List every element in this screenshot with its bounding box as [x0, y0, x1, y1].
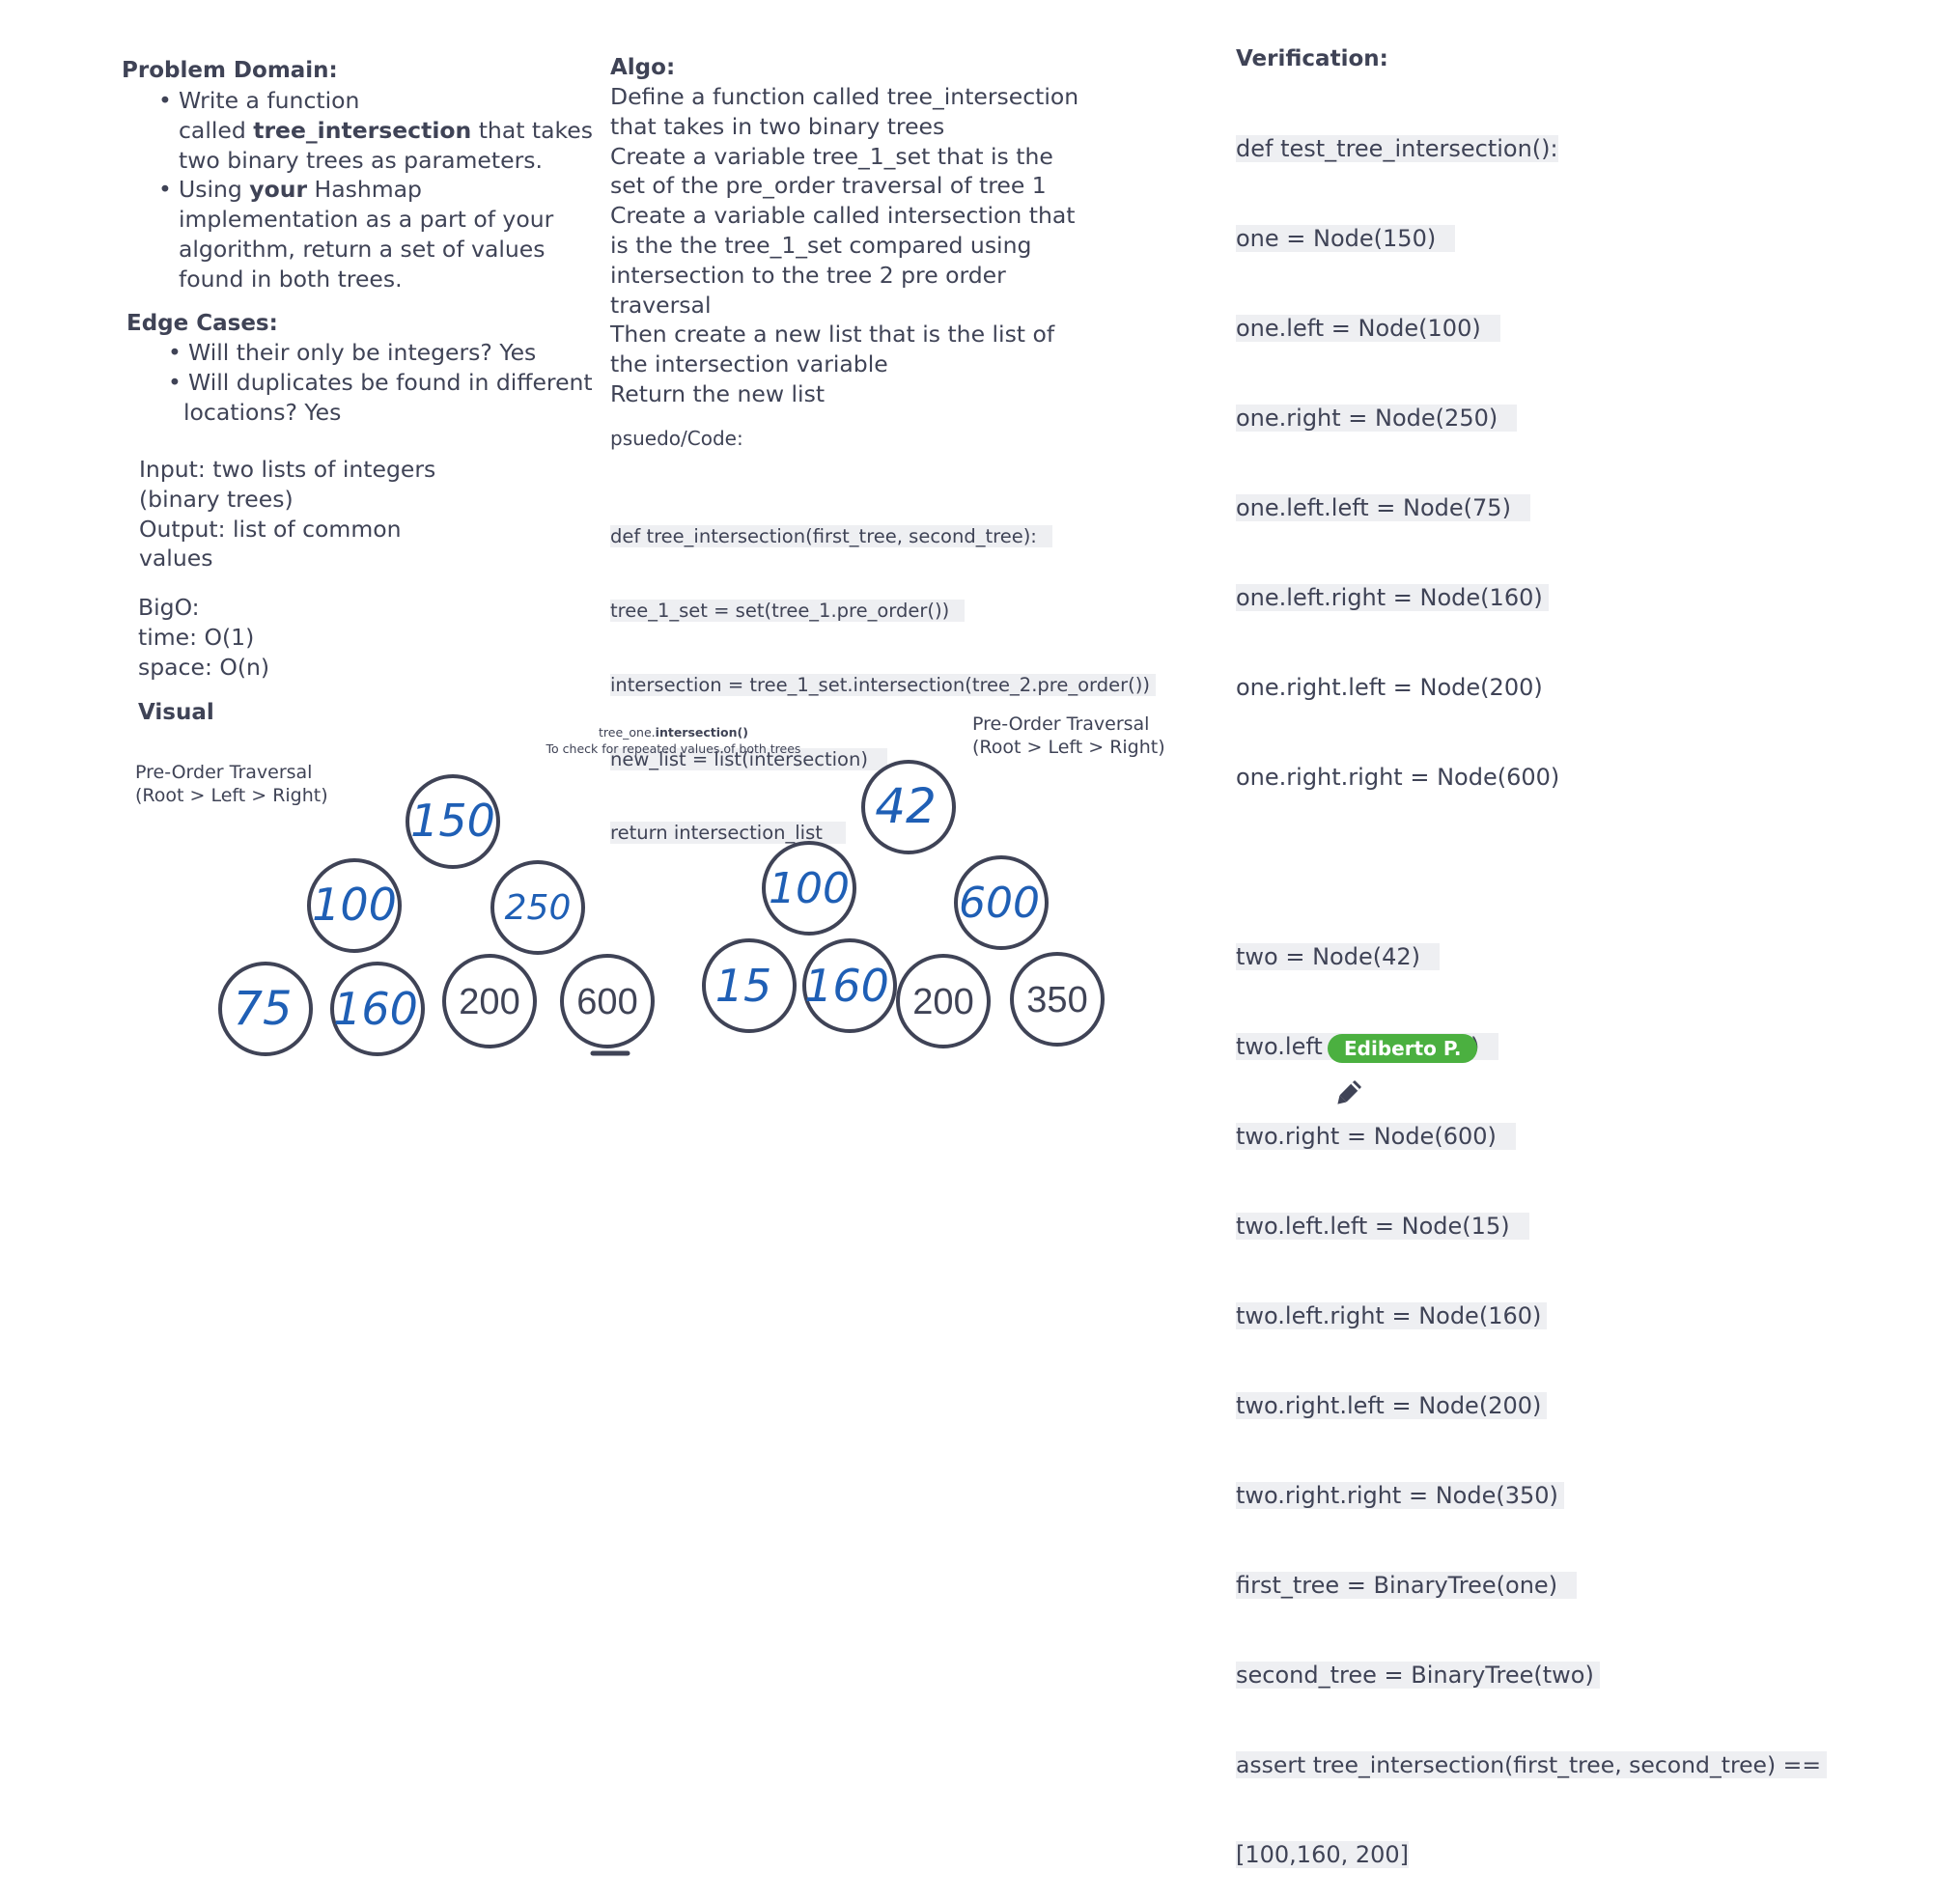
tree2-traversal-label: Pre-Order Traversal (Root > Left > Right…	[972, 713, 1165, 758]
tree1-node: 250	[490, 860, 585, 955]
svg-text:100: 100	[312, 879, 397, 931]
tree2: 42 100 600 15 160 200 350	[702, 760, 1105, 1048]
tree2-node: 42	[861, 760, 956, 854]
svg-text:200: 200	[912, 982, 973, 1022]
problem-domain-list: Write a function called tree_intersectio…	[158, 86, 593, 294]
tree1-node: 200	[442, 954, 537, 1048]
tree2-node: 350	[1010, 952, 1105, 1047]
tree1-traversal-label: Pre-Order Traversal (Root > Left > Right…	[135, 762, 328, 806]
algo-steps: Define a function called tree_intersecti…	[610, 83, 1079, 407]
tree2-node: 600	[954, 855, 1049, 950]
edge-cases-list: Will their only be integers? Yes Will du…	[168, 338, 593, 428]
svg-text:250: 250	[505, 888, 572, 928]
verification-heading: Verification:	[1236, 46, 1388, 71]
svg-text:600: 600	[576, 982, 637, 1022]
svg-text:600: 600	[959, 879, 1040, 928]
tree2-node: 200	[896, 954, 991, 1048]
edge-cases-heading: Edge Cases:	[126, 311, 278, 336]
tree1-node: 150	[406, 774, 500, 869]
svg-text:100: 100	[769, 864, 850, 913]
tree1-node: 600	[560, 954, 655, 1048]
visual-heading: Visual	[138, 700, 214, 725]
svg-text:200: 200	[459, 982, 519, 1022]
tree1-node: 75	[218, 962, 313, 1056]
algo-heading: Algo:	[610, 55, 676, 80]
binary-trees-diagram: 150 100 250 75 160 200 600 42 100 600 15…	[218, 760, 1105, 1056]
pseudo-code-heading: psuedo/Code:	[610, 427, 743, 450]
svg-text:160: 160	[333, 983, 418, 1035]
list-item: Using your Hashmap implementation as a p…	[158, 175, 593, 293]
intersection-note: tree_one.intersection() To check for rep…	[546, 725, 801, 756]
list-item: Write a function called tree_intersectio…	[158, 86, 593, 175]
tree1-node: 160	[330, 962, 425, 1056]
svg-text:15: 15	[715, 960, 772, 1012]
user-badge: Ediberto P.	[1328, 1034, 1478, 1063]
input-output: Input: two lists of integers (binary tre…	[139, 456, 436, 573]
tree1-node: 100	[307, 858, 402, 953]
list-item: Will duplicates be found in different lo…	[168, 368, 593, 428]
svg-text:75: 75	[233, 982, 292, 1036]
pencil-icon[interactable]	[1329, 1075, 1367, 1113]
tree1: 150 100 250 75 160 200 600	[218, 774, 655, 1056]
svg-text:160: 160	[804, 960, 889, 1012]
tree2-node: 15	[702, 938, 797, 1033]
pseudo-code-block: def tree_intersection(first_tree, second…	[610, 475, 1156, 871]
tree2-node: 160	[802, 938, 897, 1033]
function-name: tree_intersection	[253, 116, 472, 144]
list-item: Will their only be integers? Yes	[168, 338, 593, 368]
svg-text:350: 350	[1026, 980, 1087, 1020]
big-o: BigO: time: O(1) space: O(n)	[138, 594, 270, 681]
svg-text:150: 150	[410, 795, 495, 847]
svg-text:42: 42	[875, 778, 937, 834]
problem-domain-heading: Problem Domain:	[122, 58, 338, 83]
tree2-node: 100	[762, 841, 856, 936]
